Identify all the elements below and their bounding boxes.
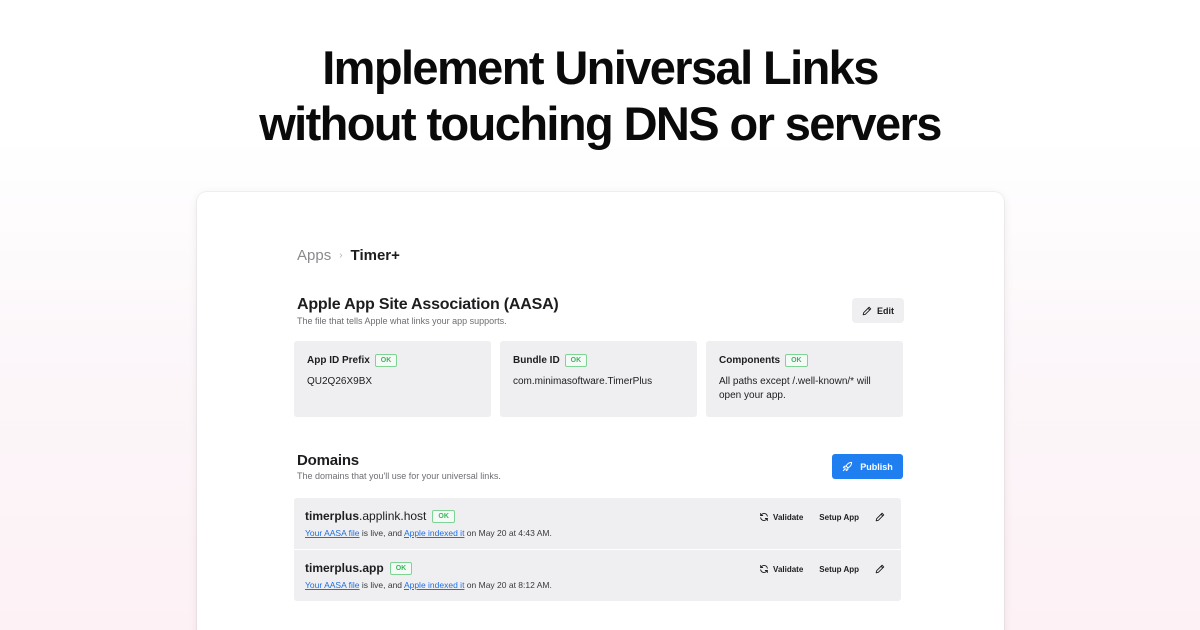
domain-status-text: Your AASA file is live, and Apple indexe… [305,580,552,590]
app-card: Apps › Timer+ Apple App Site Association… [197,192,1004,630]
edit-button[interactable]: Edit [852,298,904,323]
domain-name: timerplus.applink.host [305,509,427,523]
edit-domain-button[interactable] [875,512,885,522]
domains-header: Domains The domains that you'll use for … [297,452,501,481]
tile-app-id-prefix: App ID Prefix OK QU2Q26X9BX [294,341,491,417]
refresh-icon [759,512,769,522]
domain-row: timerplus.app OK Your AASA file is live,… [294,550,901,601]
tile-value: com.minimasoftware.TimerPlus [513,376,653,387]
edit-label: Edit [877,305,894,316]
edit-domain-button[interactable] [875,564,885,574]
row-actions: Validate Setup App [759,564,885,574]
domains-title: Domains [297,452,359,469]
aasa-title: Apple App Site Association (AASA) [297,296,559,313]
tile-label: Components [719,355,781,366]
hero-line-1: Implement Universal Links [322,41,879,94]
breadcrumb: Apps › Timer+ [297,247,400,264]
breadcrumb-current: Timer+ [350,247,400,264]
aasa-tiles: App ID Prefix OK QU2Q26X9BX Bundle ID OK… [294,341,903,417]
status-badge: OK [564,354,588,367]
setup-app-button[interactable]: Setup App [819,564,859,574]
aasa-subtitle: The file that tells Apple what links you… [297,316,507,326]
breadcrumb-separator-icon: › [339,250,343,261]
setup-app-button[interactable]: Setup App [819,512,859,522]
row-actions: Validate Setup App [759,512,885,522]
domains-subtitle: The domains that you'll use for your uni… [297,471,501,481]
pencil-icon [875,512,885,522]
status-badge: OK [389,561,413,575]
hero-headline: Implement Universal Links without touchi… [0,40,1200,152]
aasa-file-link[interactable]: Your AASA file [305,528,360,538]
domain-status-text: Your AASA file is live, and Apple indexe… [305,528,552,538]
validate-label: Validate [773,564,804,574]
domain-row: timerplus.applink.host OK Your AASA file… [294,498,901,549]
tile-value: All paths except /.well-known/* will ope… [719,376,871,401]
domain-name: timerplus.app [305,561,384,575]
tile-label: Bundle ID [513,355,560,366]
validate-button[interactable]: Validate [759,512,803,522]
validate-label: Validate [773,512,804,522]
status-badge: OK [785,354,808,367]
validate-button[interactable]: Validate [759,564,803,574]
rocket-icon [842,461,853,472]
tile-label: App ID Prefix [307,355,370,366]
status-badge: OK [432,509,455,523]
breadcrumb-apps-link[interactable]: Apps [297,247,332,264]
status-badge: OK [374,354,398,367]
refresh-icon [759,564,769,574]
apple-indexed-link[interactable]: Apple indexed it [403,580,465,590]
aasa-header: Apple App Site Association (AASA) The fi… [297,296,559,326]
tile-bundle-id: Bundle ID OK com.minimasoftware.TimerPlu… [500,341,697,417]
pencil-icon [862,306,872,316]
tile-value: QU2Q26X9BX [307,376,373,387]
tile-components: Components OK All paths except /.well-kn… [706,341,903,417]
apple-indexed-link[interactable]: Apple indexed it [403,528,465,538]
pencil-icon [875,564,885,574]
publish-button[interactable]: Publish [832,454,903,479]
publish-label: Publish [860,461,893,472]
hero-line-2: without touching DNS or servers [259,97,942,150]
aasa-file-link[interactable]: Your AASA file [305,580,360,590]
